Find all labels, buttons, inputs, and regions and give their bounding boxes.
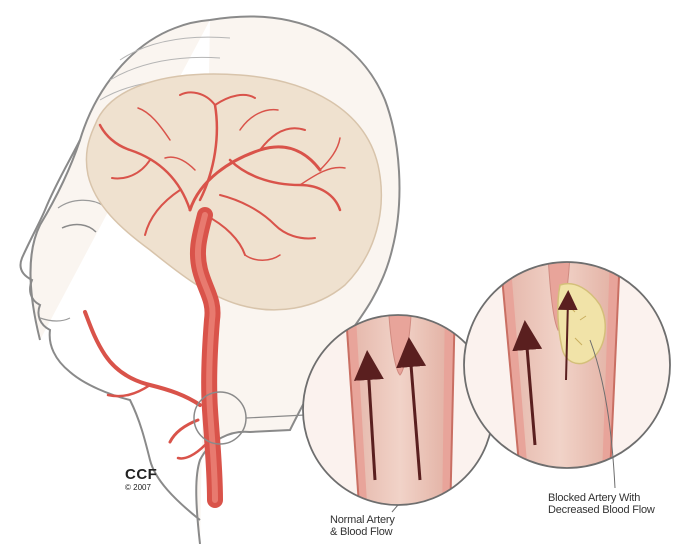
- copyright-year: © 2007: [125, 483, 157, 492]
- normal-artery-label-line1: Normal Artery: [330, 514, 440, 526]
- blocked-artery-label-line2: Decreased Blood Flow: [548, 504, 694, 516]
- normal-artery-label: Normal Artery & Blood Flow: [330, 514, 440, 538]
- blocked-artery-label: Blocked Artery With Decreased Blood Flow: [548, 492, 694, 516]
- blocked-artery-inset: [464, 255, 670, 488]
- ccf-logo-text: CCF: [125, 467, 157, 483]
- blocked-artery-label-line1: Blocked Artery With: [548, 492, 694, 504]
- brain: [86, 74, 381, 310]
- copyright-mark: CCF © 2007: [125, 467, 157, 492]
- normal-artery-label-line2: & Blood Flow: [330, 526, 440, 538]
- normal-leader-line: [392, 505, 398, 512]
